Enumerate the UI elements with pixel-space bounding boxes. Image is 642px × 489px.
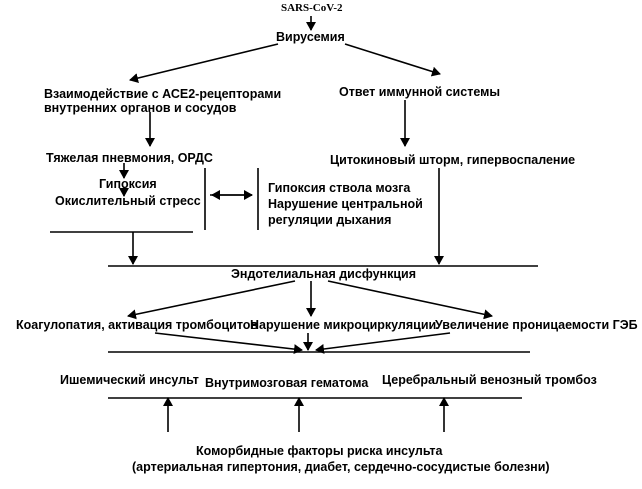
node-interaction-line1: Взаимодействие с АСЕ2-рецепторами <box>44 87 282 101</box>
arrow-coagulopathy-to-outcomes <box>154 332 303 355</box>
node-comorbid-line1: Коморбидные факторы риска инсульта <box>196 444 443 458</box>
node-central-regulation: Нарушение центральной <box>268 197 423 211</box>
arrow-endothelial-to-bbb <box>327 280 493 320</box>
node-endothelial-dysfunction: Эндотелиальная дисфункция <box>231 267 417 281</box>
node-brainstem-hypoxia: Гипоксия ствола мозга <box>268 181 411 195</box>
node-comorbid-line2: (артериальная гипертония, диабет, сердеч… <box>132 460 550 474</box>
node-immune-response: Ответ иммунной системы <box>339 85 501 99</box>
node-viremia: Вирусемия <box>276 30 345 44</box>
node-microcirculation: Нарушение микроциркуляции <box>250 318 437 332</box>
node-cytokine-storm: Цитокиновый шторм, гипервоспаление <box>330 153 576 167</box>
node-interaction-line2: внутренних органов и сосудов <box>44 101 237 115</box>
node-coagulopathy: Коагулопатия, активация тромбоцитов <box>16 318 259 332</box>
node-intracerebral-hematoma: Внутримозговая гематома <box>205 376 369 390</box>
node-bbb-permeability: Увеличение проницаемости ГЭБ <box>435 318 638 332</box>
node-oxidative-stress: Окислительный стресс <box>55 194 201 208</box>
node-venous-thrombosis: Церебральный венозный тромбоз <box>382 373 597 387</box>
node-hypoxia: Гипоксия <box>99 177 157 191</box>
arrow-bbb-to-outcomes <box>315 332 451 354</box>
arrow-endothelial-to-coagulopathy <box>127 280 296 320</box>
arrow-viremia-to-immune <box>344 43 441 77</box>
node-sars-cov-2: SARS-CoV-2 <box>281 2 343 14</box>
node-breathing-regulation: регуляции дыхания <box>268 213 392 227</box>
node-ischemic-stroke: Ишемический инсульт <box>60 373 199 387</box>
node-pneumonia: Тяжелая пневмония, ОРДС <box>46 151 213 165</box>
arrow-viremia-to-interaction <box>129 43 279 83</box>
